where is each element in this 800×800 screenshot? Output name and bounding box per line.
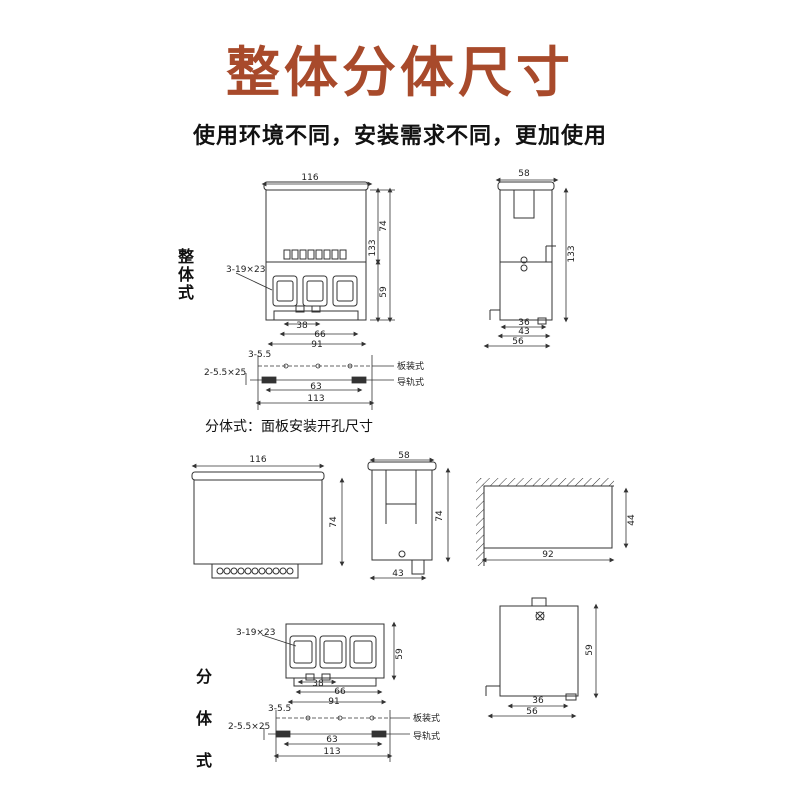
split-mount-diagram	[263, 710, 410, 762]
dim-113-b: 113	[323, 747, 340, 757]
dim-66-a: 66	[314, 330, 326, 340]
dim-holes-b: 3-19×23	[236, 628, 275, 638]
dim-3-5-a: 3-5.5	[248, 350, 271, 360]
dim-74-c: 74	[435, 510, 445, 522]
split-front-view	[191, 471, 325, 579]
dim-38-b: 38	[312, 679, 324, 689]
dim-133-a: 133	[368, 239, 378, 256]
display-window-3	[332, 275, 358, 307]
dim-2-5-b: 2-5.5×25	[228, 722, 270, 732]
dim-63-a: 63	[310, 382, 321, 392]
terminal-strip	[283, 249, 347, 260]
dim-59-c: 59	[585, 644, 595, 656]
integral-label: 整 体 式	[176, 248, 196, 302]
split-label-char-1: 分	[195, 667, 212, 686]
rail-mount-label-a: 导轨式	[397, 376, 424, 388]
integral-mount-diagram	[245, 355, 394, 410]
panel-mount-label-a: 板装式	[397, 360, 424, 372]
integral-char-1: 整	[177, 247, 194, 266]
split-label-char-2: 体	[195, 709, 212, 728]
dim-133-b: 133	[567, 245, 577, 262]
dim-36-b: 36	[532, 696, 544, 706]
dim-36-a: 36	[518, 318, 530, 328]
panel-cutout-diagram	[476, 478, 614, 566]
dim-44: 44	[627, 514, 637, 526]
dim-56-a: 56	[512, 337, 524, 347]
split-side-view	[367, 461, 437, 575]
split-label-char-3: 式	[195, 751, 212, 770]
dim-63-b: 63	[326, 735, 337, 745]
panel-mount-label-b: 板装式	[413, 712, 440, 724]
dim-58-b: 58	[398, 451, 410, 461]
dim-58-a: 58	[518, 169, 530, 179]
dim-91-b: 91	[328, 697, 339, 707]
dim-91-a: 91	[311, 340, 322, 350]
dim-2-5-a: 2-5.5×25	[204, 368, 246, 378]
dim-56-b: 56	[526, 707, 538, 717]
split-bottom-side-view	[485, 597, 579, 701]
dim-43-a: 43	[518, 327, 529, 337]
dim-116-b: 116	[249, 455, 266, 465]
display-window-1	[272, 275, 298, 307]
dim-59-a: 59	[379, 286, 389, 298]
dim-74-b: 74	[329, 516, 339, 528]
dim-3-5-b: 3-5.5	[268, 704, 291, 714]
dim-holes-a: 3-19×23	[226, 265, 265, 275]
dim-66-b: 66	[334, 687, 346, 697]
integral-char-2: 体	[177, 265, 194, 284]
dim-113-a: 113	[307, 394, 324, 404]
integral-side-view	[489, 181, 556, 325]
page-subtitle: 使用环境不同，安装需求不同，更加使用	[192, 124, 607, 149]
dim-43-b: 43	[392, 569, 403, 579]
integral-char-3: 式	[177, 283, 194, 302]
dim-92: 92	[542, 550, 553, 560]
rail-mount-label-b: 导轨式	[413, 730, 440, 742]
front-top-cap	[263, 181, 369, 191]
dim-38-a: 38	[296, 321, 308, 331]
panel-cutout-label: 分体式：面板安装开孔尺寸	[205, 419, 373, 435]
dim-74-a: 74	[379, 220, 389, 232]
dim-59-b: 59	[395, 648, 405, 660]
dim-116-a: 116	[301, 173, 318, 183]
integral-front-view	[263, 181, 369, 321]
page-title: 整体分体尺寸	[226, 41, 574, 104]
split-bottom-front-view	[285, 623, 385, 687]
